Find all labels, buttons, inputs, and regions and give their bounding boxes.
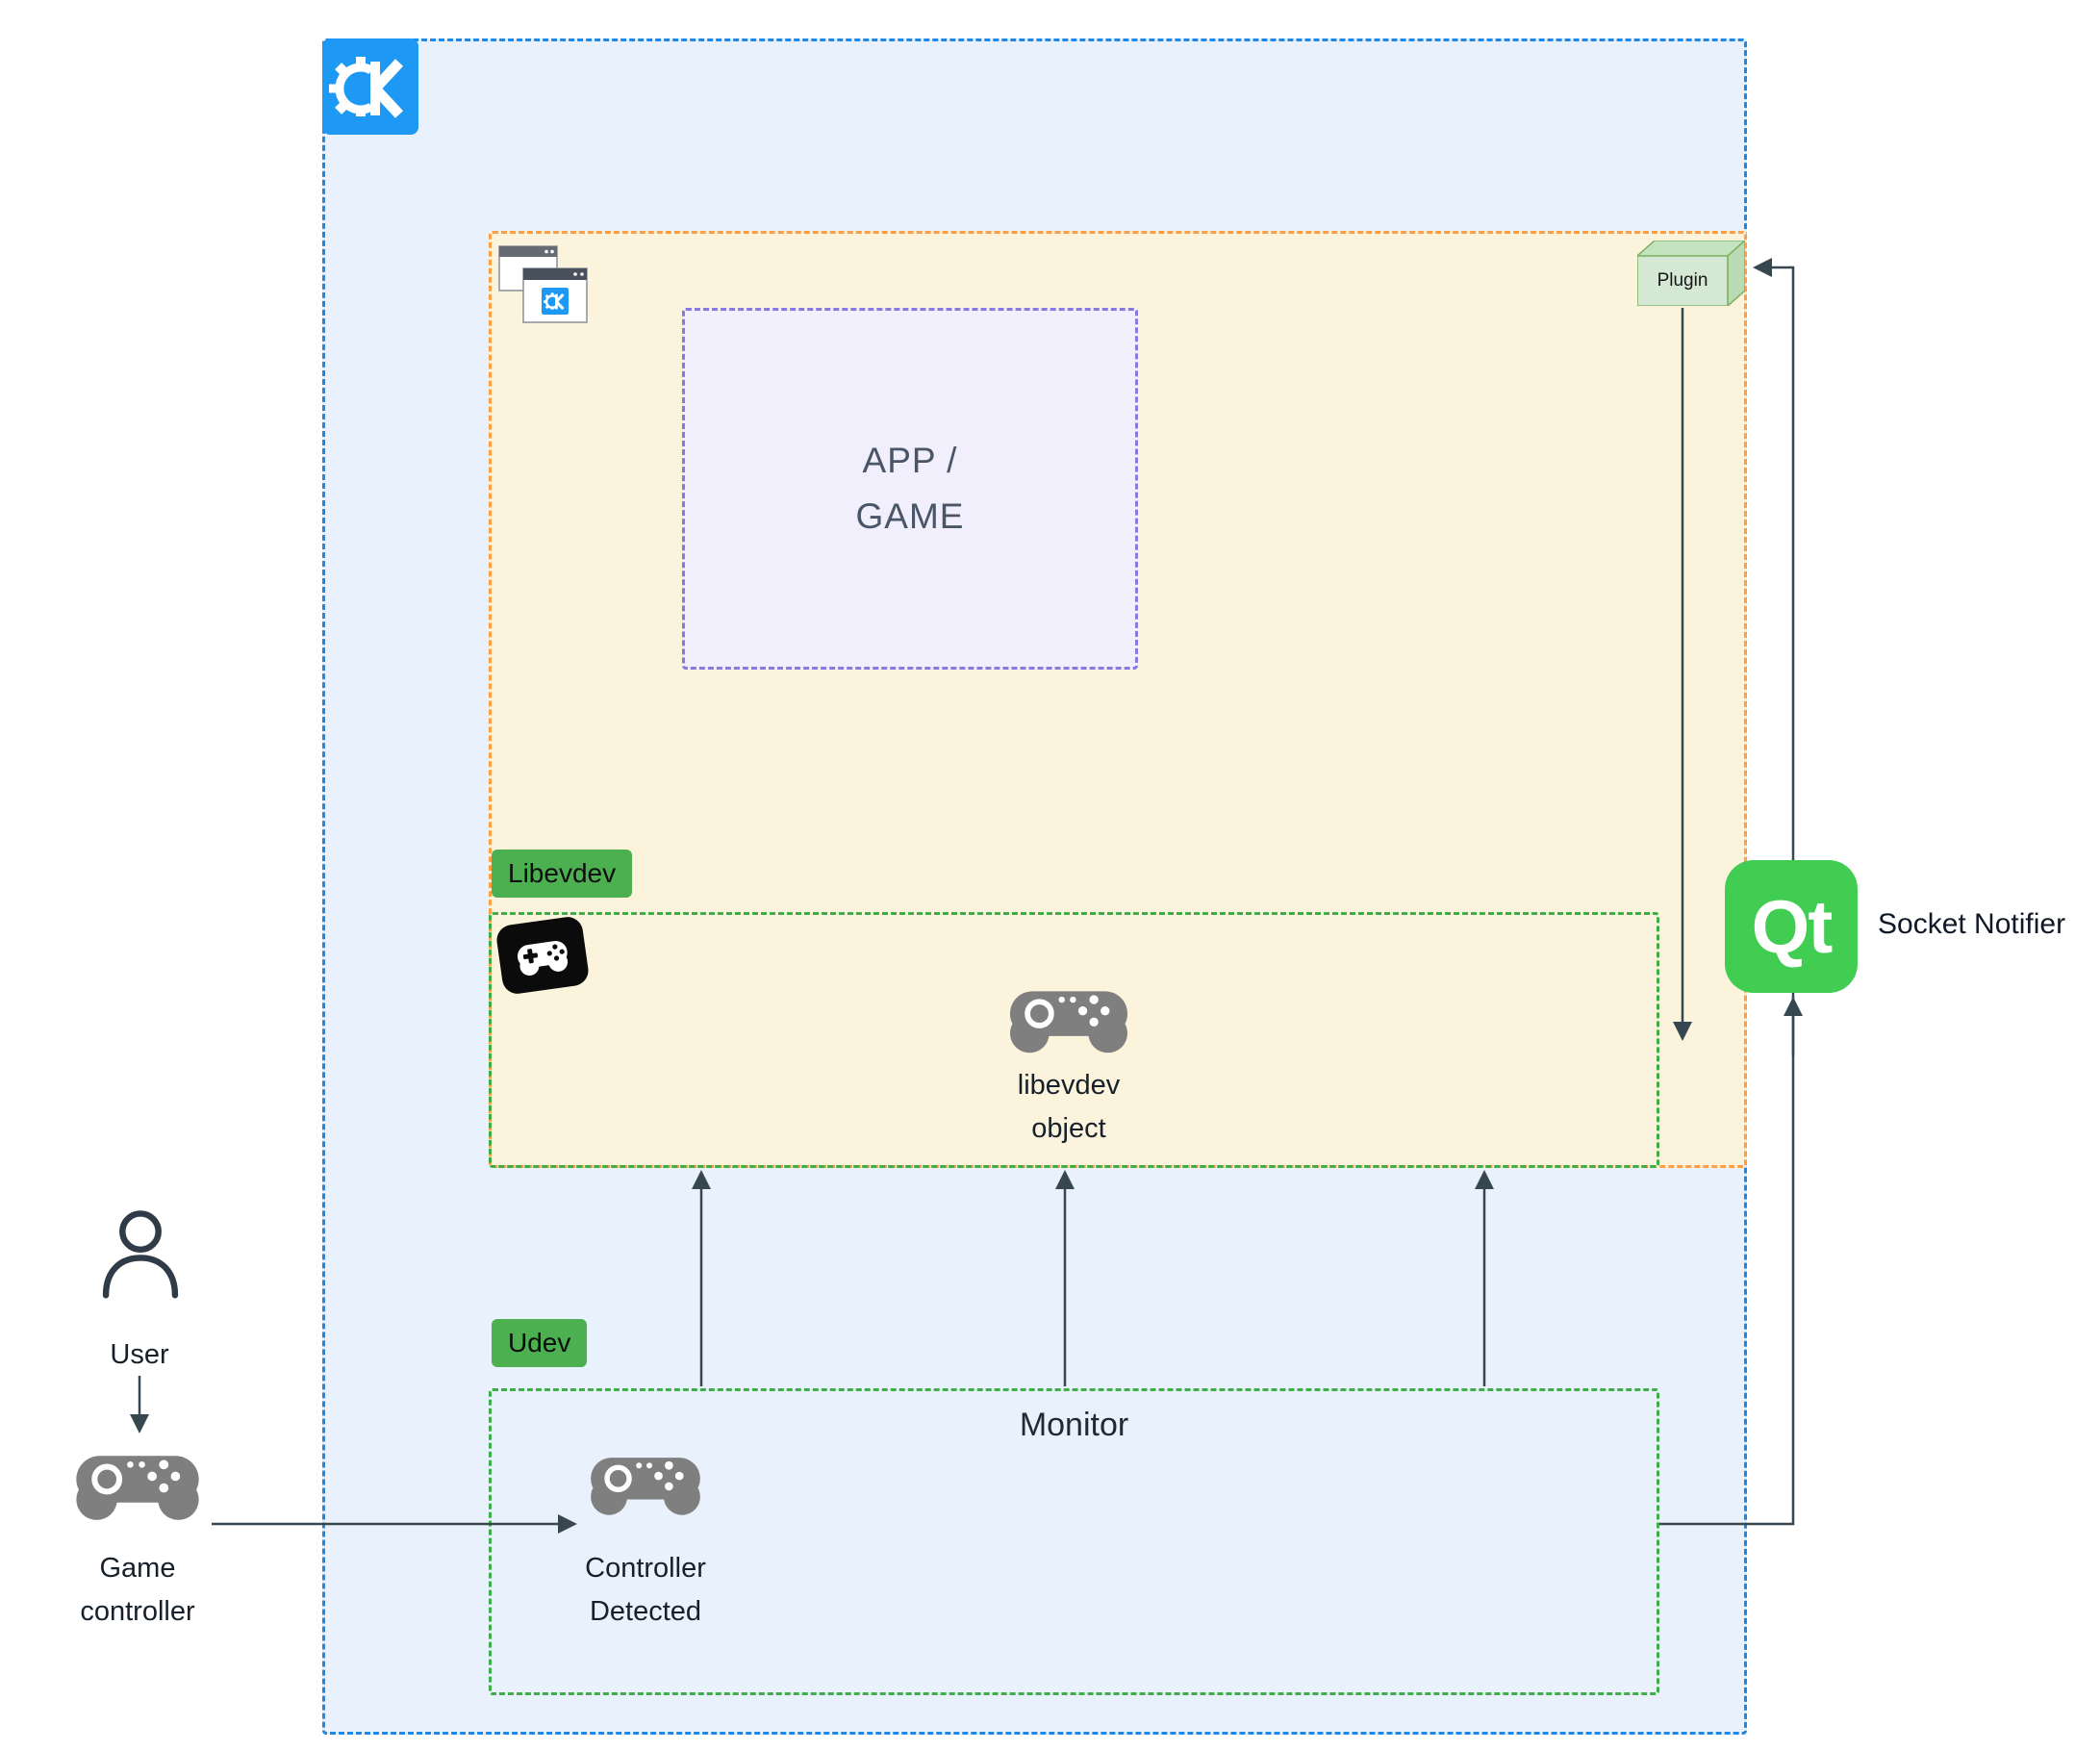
app-window-icon — [498, 245, 588, 323]
user-icon — [102, 1210, 179, 1299]
libevdev-logo-icon — [496, 917, 589, 994]
udev-tag: Udev — [492, 1319, 588, 1367]
qt-logo-icon: Qt — [1725, 860, 1858, 993]
controller-detected-label: Controller Detected — [540, 1547, 751, 1634]
plugin-label: Plugin — [1657, 270, 1708, 291]
libevdev-object-label-line-2: object — [1031, 1113, 1106, 1144]
app-game-label-line-1: APP / — [862, 441, 958, 480]
game-controller-label-line-1: Game — [99, 1553, 176, 1584]
monitor-label: Monitor — [1019, 1407, 1129, 1443]
plugin-box-icon — [1637, 241, 1745, 306]
kde-logo-icon — [322, 38, 418, 135]
front-window — [522, 267, 588, 323]
libevdev-box — [489, 912, 1659, 1168]
controller-detected-label-line-1: Controller — [585, 1553, 706, 1584]
udev-monitor-box: Monitor — [489, 1388, 1659, 1695]
game-controller-label: Game controller — [32, 1547, 243, 1634]
app-game-label-line-2: GAME — [855, 496, 965, 536]
user-label: User — [110, 1339, 169, 1370]
libevdev-object-label: libevdev object — [973, 1064, 1165, 1151]
controller-detected-label-line-2: Detected — [589, 1596, 702, 1627]
kde-mini-logo — [542, 288, 569, 315]
socket-notifier-label: Socket Notifier — [1878, 908, 2066, 940]
libevdev-object-label-line-1: libevdev — [1017, 1070, 1121, 1101]
game-controller-label-line-2: controller — [80, 1596, 195, 1627]
qt-logo-text: Qt — [1751, 883, 1834, 969]
libevdev-tag: Libevdev — [492, 850, 633, 898]
game-controller-icon — [67, 1435, 208, 1529]
app-game-box: APP / GAME — [682, 308, 1138, 670]
libevdev-object-gamepad-icon — [1001, 972, 1136, 1061]
controller-detected-gamepad-icon — [583, 1439, 708, 1523]
